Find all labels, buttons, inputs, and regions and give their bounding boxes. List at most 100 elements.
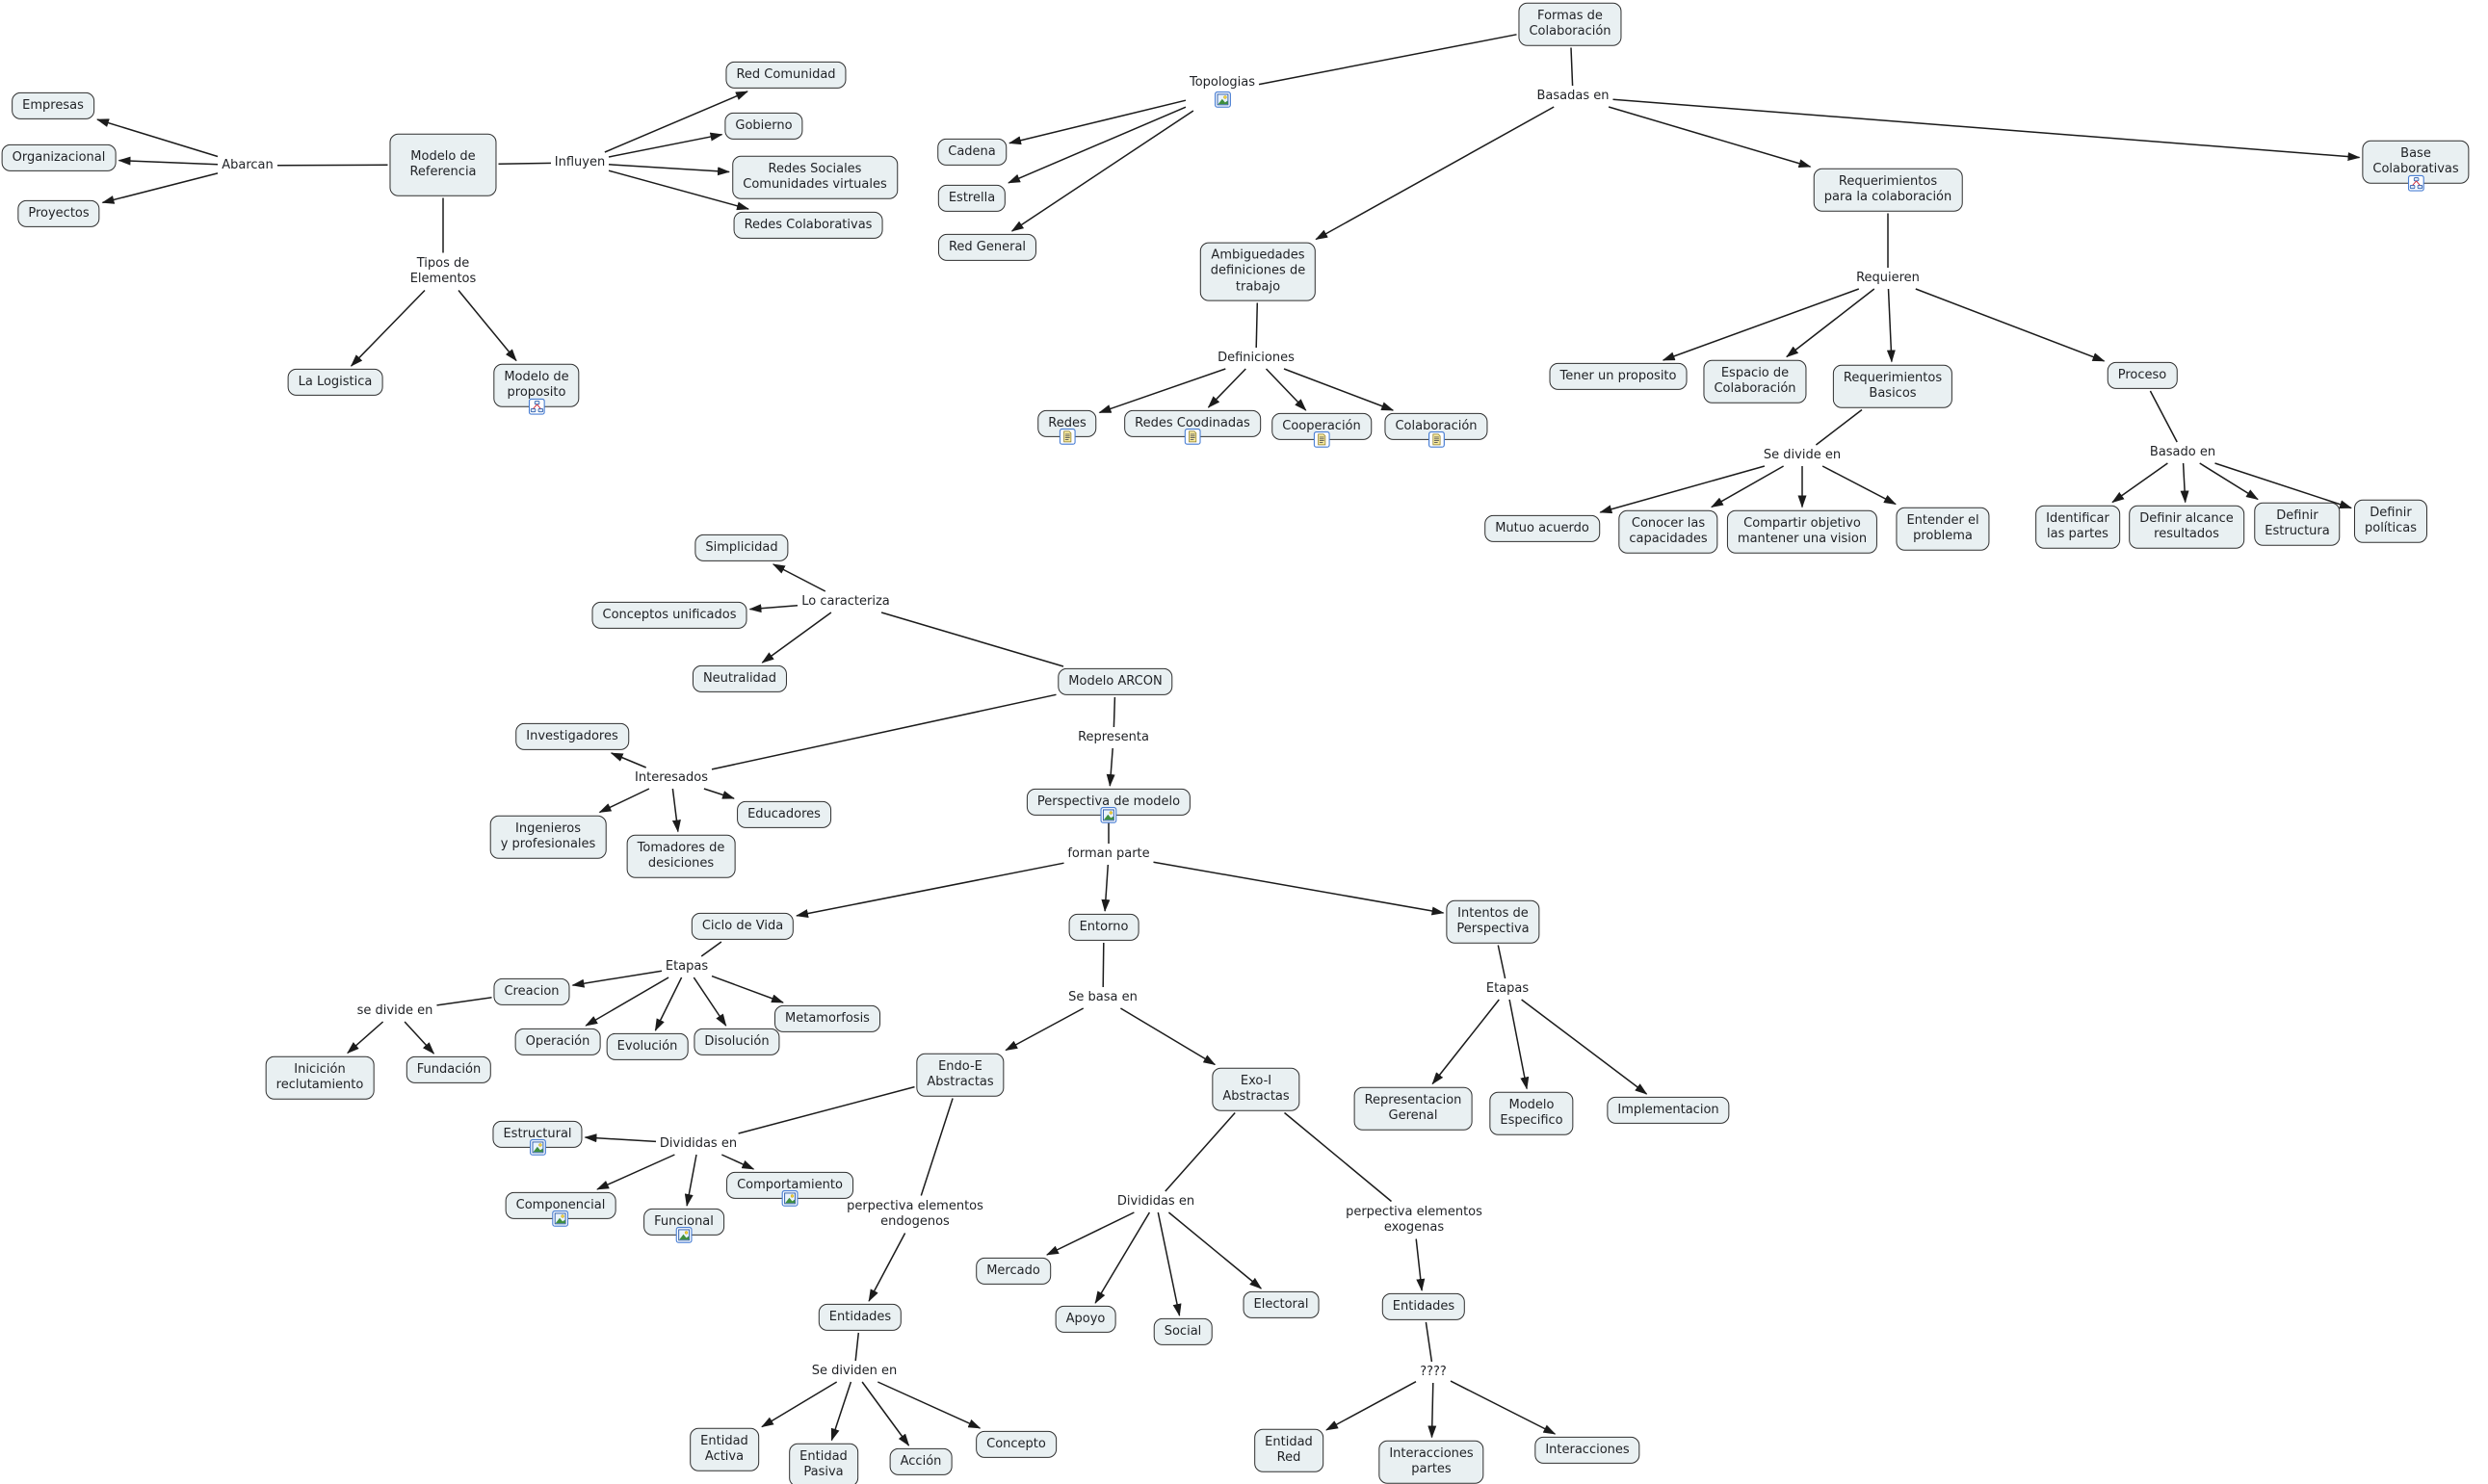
linking-phrase-etapas-vida[interactable]: Etapas [664, 958, 710, 976]
image-icon[interactable] [529, 1139, 546, 1157]
concept-organizacional[interactable]: Organizacional [1, 143, 117, 172]
concept-interacciones[interactable]: Interacciones [1534, 1436, 1640, 1465]
concept-modelo-especifico[interactable]: Modelo Especifico [1489, 1091, 1574, 1135]
concept-empresas[interactable]: Empresas [12, 91, 94, 120]
concept-compartir-objetivo[interactable]: Compartir objetivo mantener una vision [1726, 509, 1878, 554]
linking-phrase-tipos-elementos[interactable]: Tipos de Elementos [408, 255, 479, 289]
concept-red-comunidad[interactable]: Red Comunidad [725, 61, 847, 90]
concept-componencial[interactable]: Componencial [505, 1191, 616, 1228]
document-icon[interactable] [1059, 429, 1076, 446]
concept-social[interactable]: Social [1153, 1317, 1213, 1346]
linking-phrase-divididas-en-exo[interactable]: Divididas en [1115, 1193, 1196, 1211]
concept-entidades-exogenas[interactable]: Entidades [1381, 1292, 1466, 1321]
concept-operacion[interactable]: Operación [514, 1028, 601, 1056]
document-icon[interactable] [1313, 431, 1330, 449]
linking-phrase-se-divide-en-req[interactable]: Se divide en [1762, 447, 1843, 464]
concept-simplicidad[interactable]: Simplicidad [694, 534, 789, 562]
concept-fundacion[interactable]: Fundación [406, 1055, 492, 1084]
image-icon[interactable] [1100, 807, 1117, 824]
concept-requerimientos-basicos[interactable]: Requerimientos Basicos [1832, 364, 1953, 408]
concept-requerimientos-colaboracion[interactable]: Requerimientos para la colaboración [1813, 168, 1963, 212]
linking-phrase-definiciones[interactable]: Definiciones [1216, 350, 1296, 367]
concept-estructural[interactable]: Estructural [492, 1120, 583, 1157]
linking-phrase-interesados[interactable]: Interesados [633, 769, 710, 787]
linking-phrase-etapas-perspectiva[interactable]: Etapas [1484, 980, 1531, 998]
cmap-icon[interactable] [2407, 174, 2424, 192]
document-icon[interactable] [1427, 431, 1445, 449]
concept-electoral[interactable]: Electoral [1243, 1290, 1320, 1319]
concept-colaboracion[interactable]: Colaboración [1384, 412, 1488, 449]
concept-entorno[interactable]: Entorno [1068, 913, 1139, 942]
linking-phrase-lo-caracteriza[interactable]: Lo caracteriza [799, 593, 892, 611]
concept-intentos-perspectiva[interactable]: Intentos de Perspectiva [1446, 899, 1540, 944]
concept-definir-estructura[interactable]: Definir Estructura [2254, 502, 2341, 546]
concept-educadores[interactable]: Educadores [737, 800, 831, 829]
concept-modelo-proposito[interactable]: Modelo de proposito [493, 363, 580, 415]
concept-mutuo-acuerdo[interactable]: Mutuo acuerdo [1484, 514, 1600, 543]
concept-entidad-pasiva[interactable]: Entidad Pasiva [789, 1443, 858, 1484]
concept-espacio-de-colaboracion[interactable]: Espacio de Colaboración [1703, 359, 1807, 404]
concept-red-general[interactable]: Red General [937, 233, 1037, 262]
concept-entender-problema[interactable]: Entender el problema [1896, 507, 1990, 551]
linking-phrase-influyen[interactable]: Influyen [553, 154, 607, 171]
concept-proceso[interactable]: Proceso [2107, 361, 2178, 390]
concept-representacion-gerenal[interactable]: Representacion Gerenal [1353, 1086, 1473, 1131]
linking-phrase-se-basa-en[interactable]: Se basa en [1066, 989, 1139, 1006]
concept-conceptos-unificados[interactable]: Conceptos unificados [591, 601, 747, 630]
linking-phrase-requieren[interactable]: Requieren [1854, 270, 1922, 287]
concept-gobierno[interactable]: Gobierno [724, 112, 803, 141]
concept-entidad-activa[interactable]: Entidad Activa [690, 1427, 759, 1471]
image-icon[interactable] [675, 1227, 693, 1244]
concept-tomadores-desiciones[interactable]: Tomadores de desiciones [626, 834, 736, 878]
concept-perspectiva-modelo[interactable]: Perspectiva de modelo [1026, 788, 1192, 824]
concept-inicicion-reclutamiento[interactable]: Inicición reclutamiento [265, 1055, 375, 1100]
concept-creacion[interactable]: Creacion [493, 977, 570, 1006]
concept-mercado[interactable]: Mercado [976, 1257, 1051, 1286]
concept-ambiguedades[interactable]: Ambiguedades definiciones de trabajo [1199, 242, 1317, 301]
concept-cooperacion[interactable]: Cooperación [1271, 412, 1372, 449]
linking-phrase-perpectiva-endogenos[interactable]: perpectiva elementos endogenos [845, 1198, 985, 1232]
concept-investigadores[interactable]: Investigadores [515, 722, 629, 751]
document-icon[interactable] [1184, 429, 1201, 446]
image-icon[interactable] [552, 1211, 569, 1228]
concept-estrella[interactable]: Estrella [937, 184, 1007, 213]
image-icon[interactable] [1214, 91, 1231, 109]
concept-ingenieros-profesionales[interactable]: Ingenieros y profesionales [489, 815, 607, 859]
linking-phrase-abarcan[interactable]: Abarcan [220, 157, 275, 174]
linking-phrase-forman-parte[interactable]: forman parte [1065, 846, 1151, 863]
concept-tener-un-proposito[interactable]: Tener un proposito [1549, 362, 1688, 391]
concept-modelo-arcon[interactable]: Modelo ARCON [1058, 667, 1173, 696]
concept-redes-sociales[interactable]: Redes Sociales Comunidades virtuales [732, 155, 898, 199]
concept-entidad-red[interactable]: Entidad Red [1254, 1428, 1323, 1472]
concept-conocer-capacidades[interactable]: Conocer las capacidades [1618, 509, 1718, 554]
concept-modelo-referencia[interactable]: Modelo de Referencia [389, 133, 497, 196]
concept-funcional[interactable]: Funcional [643, 1208, 724, 1244]
linking-phrase-representa[interactable]: Representa [1076, 729, 1151, 746]
concept-comportamiento[interactable]: Comportamiento [726, 1171, 853, 1208]
concept-redes-colaborativas[interactable]: Redes Colaborativas [733, 211, 883, 240]
linking-phrase-se-divide-en-creacion[interactable]: se divide en [355, 1002, 435, 1020]
cmap-icon[interactable] [528, 398, 545, 415]
concept-proyectos[interactable]: Proyectos [17, 199, 100, 228]
concept-definir-politicas[interactable]: Definir políticas [2353, 499, 2428, 543]
concept-base-colaborativas[interactable]: Base Colaborativas [2362, 140, 2470, 192]
linking-phrase-interrogantes[interactable]: ???? [1418, 1364, 1449, 1381]
linking-phrase-basado-en[interactable]: Basado en [2148, 444, 2217, 461]
concept-entidades-endogenas[interactable]: Entidades [818, 1303, 903, 1332]
concept-concepto[interactable]: Concepto [976, 1430, 1057, 1459]
linking-phrase-se-dividen-en[interactable]: Se dividen en [810, 1363, 899, 1380]
concept-definir-alcance[interactable]: Definir alcance resultados [2129, 505, 2244, 549]
concept-disolucion[interactable]: Disolución [694, 1028, 780, 1056]
concept-identificar-partes[interactable]: Identificar las partes [2035, 505, 2120, 549]
concept-evolucion[interactable]: Evolución [606, 1032, 689, 1061]
concept-endo-e-abstractas[interactable]: Endo-E Abstractas [916, 1053, 1005, 1097]
concept-ciclo-de-vida[interactable]: Ciclo de Vida [691, 912, 795, 941]
image-icon[interactable] [781, 1190, 799, 1208]
concept-redes[interactable]: Redes [1037, 409, 1097, 446]
linking-phrase-basadas-en[interactable]: Basadas en [1535, 88, 1611, 105]
concept-apoyo[interactable]: Apoyo [1055, 1305, 1116, 1334]
concept-neutralidad[interactable]: Neutralidad [692, 664, 788, 693]
concept-metamorfosis[interactable]: Metamorfosis [774, 1004, 880, 1033]
concept-implementacion[interactable]: Implementacion [1607, 1096, 1730, 1125]
